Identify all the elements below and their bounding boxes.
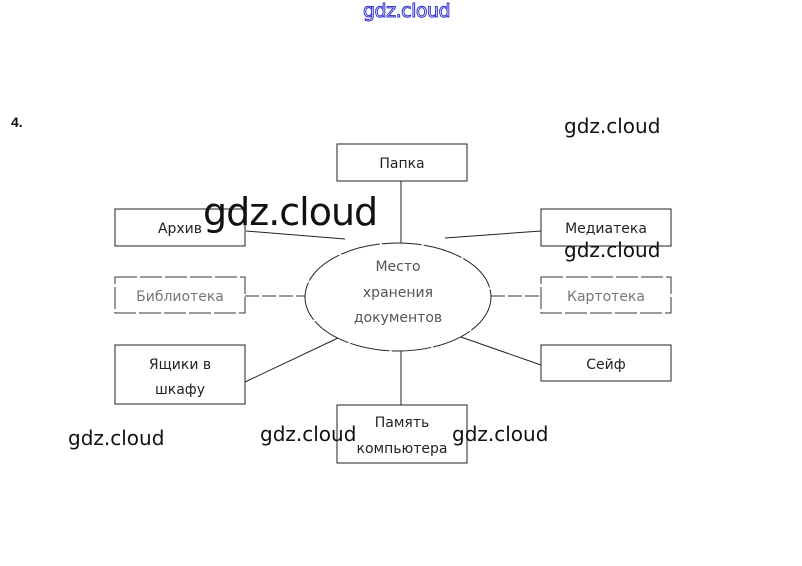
task-number: 4. (11, 114, 23, 130)
node-mediateka-label: Медиатека (565, 221, 647, 237)
center-ellipse (304, 242, 492, 352)
node-pamyat (336, 404, 468, 464)
watermark-bottom-left: gdz.cloud (68, 426, 165, 450)
node-papka (336, 143, 468, 182)
node-mediateka (540, 208, 672, 247)
connectors (244, 181, 542, 405)
node-arkhiv-label: Архив (158, 221, 202, 237)
connector-yashchiki (244, 337, 339, 383)
node-kartoteka (540, 276, 672, 314)
connector-mediateka (444, 230, 542, 239)
center-label-1: Место (375, 259, 420, 275)
center-label-3: документов (354, 310, 442, 326)
connector-arkhiv (245, 230, 346, 240)
node-papka-label: Папка (379, 156, 424, 172)
node-biblioteka-label: Библиотека (136, 289, 224, 305)
node-arkhiv (114, 208, 246, 247)
watermark-under-mediateka: gdz.cloud (564, 238, 661, 262)
node-pamyat-label-2: компьютера (356, 441, 447, 457)
watermark-bottom-center-left: gdz.cloud (260, 422, 357, 446)
node-seyf (540, 344, 672, 382)
watermark-top-right: gdz.cloud (564, 114, 661, 138)
watermark-bottom-center-right: gdz.cloud (452, 422, 549, 446)
connector-seyf (457, 335, 542, 366)
watermark-large-center: gdz.cloud (203, 190, 378, 234)
node-biblioteka (114, 276, 246, 314)
node-yashchiki (114, 344, 246, 405)
node-kartoteka-label: Картотека (567, 289, 645, 305)
node-yashchiki-label-1: Ящики в (149, 357, 211, 373)
node-pamyat-label-1: Память (375, 415, 430, 431)
watermark-top: gdz.cloud (362, 0, 451, 23)
node-yashchiki-label-2: шкафу (155, 382, 205, 398)
center-label-2: хранения (363, 285, 433, 301)
node-seyf-label: Сейф (586, 357, 625, 373)
